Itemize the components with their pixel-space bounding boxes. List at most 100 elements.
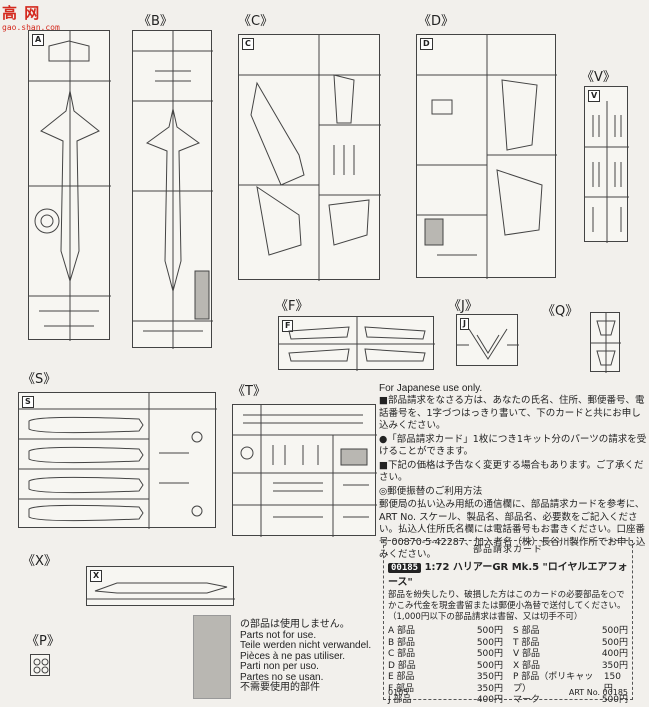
not-for-use-de: Teile werden nicht verwandel. (240, 640, 372, 651)
price-value: 150円 (603, 672, 621, 694)
price-part: J 部品 (388, 695, 412, 705)
price-value: 350円 (601, 660, 628, 671)
sprue-a-parts (29, 31, 111, 341)
price-value: 500円 (601, 626, 628, 636)
sprue-d: D (416, 34, 557, 279)
price-row: J 部品 400円 (388, 695, 503, 707)
section-label-v: 《V》 (581, 70, 616, 85)
price-row: P 部品（ポリキャップ） 150円 (513, 672, 628, 695)
sprue-p (30, 654, 50, 676)
section-label-q: 《Q》 (542, 304, 579, 319)
sprue-tag-v: V (588, 90, 601, 102)
not-for-use-zh: 不需要使用的部件 (240, 682, 320, 693)
price-part: C 部品 (388, 649, 416, 659)
price-part: A 部品 (388, 626, 416, 636)
price-part: S 部品 (513, 626, 540, 636)
order-card-code: 00185 (388, 563, 422, 573)
japanese-use-p5: 郵便局の払い込み用紙の通信欄に、部品請求カードを参考に、ART No. スケール… (379, 499, 646, 560)
section-label-x: 《X》 (22, 554, 57, 569)
price-value: 500円 (601, 637, 628, 648)
price-value: 400円 (476, 695, 503, 705)
japanese-use-p1: ■部品請求をなさる方は、あなたの氏名、住所、郵便番号、電話番号を、1字づつはっき… (379, 395, 645, 431)
order-card-product-name: 1:72 ハリアーGR Mk.5 "ロイヤルエアフォース" (388, 562, 628, 588)
site-logo: 高 网 gao.shan.com (2, 2, 64, 32)
sprue-v: V (584, 86, 629, 243)
order-card-art-no: ART No. 00185 (568, 688, 628, 697)
price-part: F 部品 (388, 683, 415, 694)
sprue-f-parts (279, 317, 435, 371)
price-value: 350円 (476, 683, 503, 694)
price-row: F 部品 350円 (388, 684, 503, 696)
sprue-a: A (28, 30, 111, 341)
section-label-b: 《B》 (138, 14, 173, 29)
price-row: A 部品 500円 (388, 626, 503, 638)
price-part: B 部品 (388, 637, 416, 648)
sprue-t (232, 404, 377, 537)
order-card-body: 部品を紛失したり、破損した方はこのカードの必要部品を○でかこみ代金を現金書留また… (388, 590, 626, 622)
parts-order-card: 部品請求カード 00185 1:72 ハリアーGR Mk.5 "ロイヤルエアフォ… (383, 540, 633, 705)
section-label-s: 《S》 (22, 372, 57, 387)
japanese-use-notice: For Japanese use only. ■部品請求をなさる方は、あなたの氏… (379, 383, 647, 563)
price-value: 500円 (476, 649, 503, 659)
price-part: X 部品 (513, 660, 541, 671)
sprue-tag-f: F (282, 320, 294, 332)
not-for-use-it: Parti non per uso. (240, 661, 319, 672)
order-card-serial: 0105 (388, 688, 409, 697)
price-row: B 部品 500円 (388, 638, 503, 650)
sprue-b-parts (133, 31, 213, 349)
sprue-b (132, 30, 213, 349)
price-part: E 部品 (388, 672, 415, 682)
not-for-use-swatch (193, 615, 231, 699)
price-part: V 部品 (513, 649, 541, 659)
section-label-t: 《T》 (232, 384, 266, 399)
order-card-footer: 0105 ART No. 00185 (388, 688, 628, 697)
price-row: E 部品 350円 (388, 672, 503, 684)
price-row: S 部品 500円 (513, 626, 628, 638)
section-label-j: 《J》 (448, 299, 478, 314)
sprue-q-parts (591, 313, 621, 373)
price-value: 500円 (476, 626, 503, 636)
not-for-use-jp: の部品は使用しません。 (240, 619, 350, 630)
price-row: T 部品 500円 (513, 638, 628, 650)
price-value: 500円 (476, 660, 503, 671)
sprue-t-parts (233, 405, 377, 537)
sprue-s-parts (19, 393, 217, 529)
price-part: T 部品 (513, 637, 540, 648)
not-for-use-legend: の部品は使用しません。 Parts not for use. Teile wer… (240, 619, 372, 694)
japanese-use-p3: ■下記の価格は予告なく変更する場合もあります。ご了承ください。 (379, 459, 644, 484)
not-for-use-es: Partes no se usan. (240, 671, 324, 683)
sprue-s: S (18, 392, 217, 529)
sprue-tag-c: C (242, 38, 254, 50)
sprue-f: F (278, 316, 435, 371)
sprue-p-parts (33, 658, 49, 674)
price-part: P 部品（ポリキャップ） (513, 672, 594, 694)
japanese-use-p4: ◎郵便振替のご利用方法 (379, 485, 483, 497)
section-label-c: 《C》 (238, 14, 274, 29)
section-label-d: 《D》 (418, 14, 455, 29)
sprue-c: C (238, 34, 381, 281)
price-value: 500円 (476, 637, 503, 648)
sprue-tag-x: X (90, 570, 103, 582)
order-card-product: 00185 1:72 ハリアーGR Mk.5 "ロイヤルエアフォース" (388, 558, 628, 588)
japanese-use-title: For Japanese use only. (379, 383, 483, 394)
sprue-tag-s: S (22, 396, 34, 408)
sprue-c-parts (239, 35, 381, 281)
sprue-q (590, 312, 621, 373)
price-value: 350円 (476, 672, 503, 682)
sprue-d-parts (417, 35, 557, 279)
sprue-x-parts (87, 582, 235, 600)
japanese-use-p2: ●「部品請求カード」1枚につき1キット分のパーツの請求を受けることができます。 (379, 433, 647, 458)
sprue-tag-j: J (460, 318, 469, 330)
sprue-x: X (86, 566, 235, 606)
sprue-tag-a: A (32, 34, 45, 46)
section-label-p: 《P》 (26, 634, 60, 649)
sprue-j: J (456, 314, 519, 366)
price-part: マーク (513, 695, 541, 705)
price-row: X 部品 350円 (513, 661, 628, 673)
order-card-title: 部品請求カード (472, 545, 543, 555)
